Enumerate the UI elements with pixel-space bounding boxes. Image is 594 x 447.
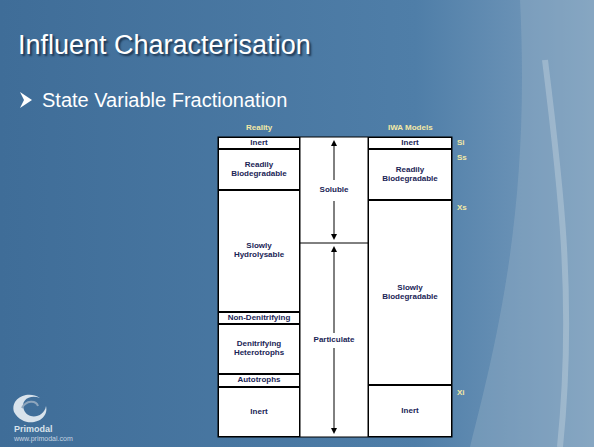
column-heading: Reality: [246, 123, 272, 132]
particulate-region: Particulate: [301, 243, 367, 437]
fraction-label: Autotrophs: [237, 376, 280, 385]
state-variable-symbol: Xs: [457, 203, 467, 212]
fraction-label: Soluble: [318, 185, 351, 196]
fraction-label: Slowly Hydrolysable: [226, 242, 292, 260]
slide-title: Influent Characterisation: [18, 30, 311, 61]
inert-fraction: Inert: [218, 137, 300, 149]
bullet-text: State Variable Fractionation: [42, 89, 287, 112]
fraction-label: Particulate: [312, 335, 357, 346]
inert-fraction: Inert: [368, 137, 452, 149]
readily-biodegradable-box: Readily Biodegradable: [368, 149, 452, 200]
fraction-label: Inert: [401, 407, 418, 416]
fraction-label: Non-Denitrifying: [228, 314, 291, 323]
fraction-label: Inert: [250, 408, 267, 417]
logo-url: www.primodal.com: [14, 435, 73, 442]
slowly-hydrolysable-box: Slowly Hydrolysable: [218, 190, 300, 312]
fraction-label: Denitrifying Heterotrophs: [226, 340, 292, 358]
logo-text: Primodal: [14, 424, 53, 434]
non-denitrifying-box: Non-Denitrifying: [218, 312, 300, 324]
soluble-region: Soluble: [301, 137, 367, 243]
fraction-label: Inert: [401, 139, 418, 148]
inert-fraction: Inert: [368, 385, 452, 437]
denitrifying-heterotrophs-box: Denitrifying Heterotrophs: [218, 324, 300, 374]
autotrophs-box: Autotrophs: [218, 374, 300, 387]
state-variable-symbol: Si: [457, 138, 465, 147]
fraction-label: Inert: [250, 139, 267, 148]
fraction-label: Slowly Biodegradable: [377, 284, 443, 302]
column-heading: IWA Models: [388, 123, 433, 132]
slowly-biodegradable-box: Slowly Biodegradable: [368, 200, 452, 385]
fraction-label: Readily Biodegradable: [226, 161, 292, 179]
inert-fraction: Inert: [218, 387, 300, 437]
state-variable-symbol: Ss: [457, 153, 467, 162]
fraction-label: Readily Biodegradable: [377, 166, 443, 184]
readily-biodegradable-box: Readily Biodegradable: [218, 149, 300, 190]
state-variable-symbol: Xi: [457, 388, 465, 397]
